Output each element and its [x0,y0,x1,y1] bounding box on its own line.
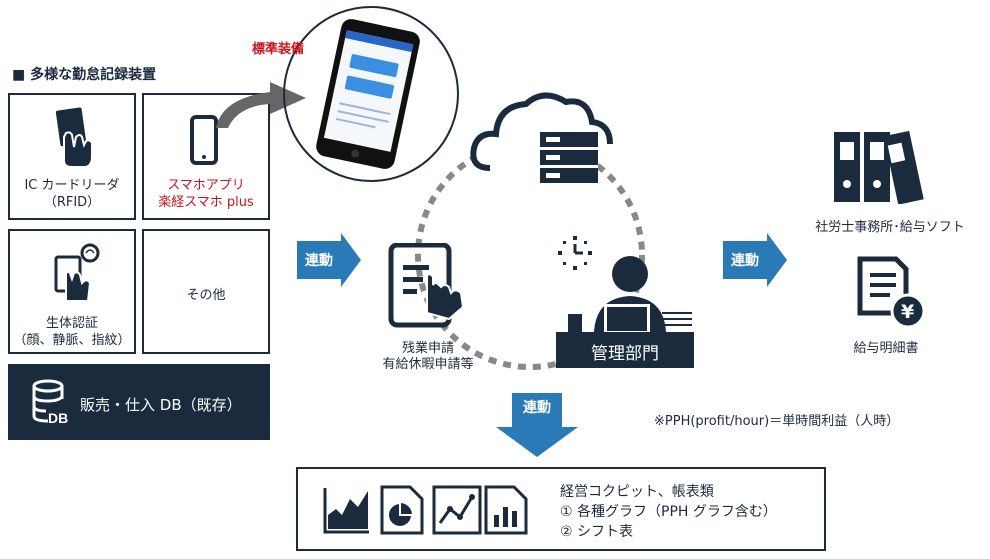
biometric-label-2: （顔、静脈、指紋） [13,333,131,348]
device-biometric: 生体認証 （顔、静脈、指紋） [8,229,136,354]
ic-card-label-2: （RFID） [43,195,101,210]
link-arrow-down: 連動 [496,393,578,457]
cockpit-line-2: ① 各種グラフ（PPH グラフ含む） [560,504,777,520]
pph-note: ※PPH(profit/hour)＝単時間利益（人時） [654,414,900,429]
area-chart-icon [322,485,372,535]
bar-doc-icon [484,485,528,535]
other-label: その他 [186,288,226,303]
payslip-icon: ¥ [856,255,926,329]
request-label-1: 残業申請 [401,341,454,356]
link-arrow-left-label: 連動 [305,253,333,269]
db-label: 販売・仕入 DB（既存） [80,396,242,414]
cockpit-box: 経営コクピット、帳表類 ① 各種グラフ（PPH グラフ含む） ② シフト表 [296,467,826,551]
section-title: ■ 多様な勤怠記録装置 [12,67,157,83]
phone-illustration [308,14,428,174]
link-arrow-right: 連動 [723,233,787,287]
office-label: 社労士事務所･給与ソフト [815,220,965,235]
smartphone-label-1: スマホアプリ [167,178,245,193]
cloud-server-icon [470,88,630,188]
tablet-icon [387,243,467,329]
link-arrow-down-label-1: 連動 [523,400,551,416]
management-desk [556,332,694,368]
line-chart-icon [432,485,482,535]
device-ic-card: IC カードリーダ （RFID） [8,93,136,220]
svg-text:DB: DB [48,410,68,425]
device-other: その他 [142,229,270,354]
request-label-2: 有給休暇申請等 [382,357,474,372]
management-label: 管理部門 [591,344,659,364]
pie-doc-icon [380,485,424,535]
link-arrow-right-label: 連動 [731,253,759,269]
binders-icon [832,128,940,204]
smartphone-label-2: 楽経スマホ plus [158,195,254,210]
device-smartphone: スマホアプリ 楽経スマホ plus [142,93,270,220]
database-icon: DB [30,379,70,425]
db-box: DB 販売・仕入 DB（既存） [8,364,270,440]
standard-equipment-label: 標準装備 [252,42,305,57]
ic-card-label-1: IC カードリーダ [24,178,120,193]
phone-circle [283,6,459,182]
cockpit-line-3: ② シフト表 [560,524,634,540]
cockpit-line-1: 経営コクピット、帳表類 [560,484,714,500]
clock-icon [556,234,594,272]
manager-icon [560,252,700,336]
smartphone-icon [190,115,218,165]
svg-text:¥: ¥ [901,301,914,323]
payslip-label: 給与明細書 [853,341,919,356]
card-reader-icon [50,107,98,169]
biometric-label-1: 生体認証 [45,316,98,331]
link-arrow-left: 連動 [297,233,361,287]
fingerprint-icon [52,243,100,305]
